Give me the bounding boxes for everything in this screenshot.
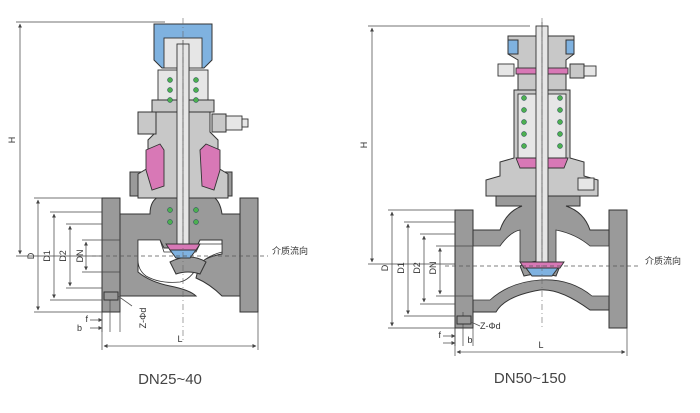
svg-text:L: L (538, 340, 543, 350)
svg-text:D2: D2 (58, 250, 68, 262)
left-dim-D1: D1 (42, 211, 102, 301)
right-side-nut (497, 63, 597, 191)
left-seal-left (145, 143, 165, 191)
left-flow-label: 介质流向 (272, 245, 308, 256)
left-valve: H (7, 18, 308, 388)
svg-text:Z-Φd: Z-Φd (480, 321, 501, 331)
right-valve: H (359, 18, 681, 387)
left-dim-D: D (26, 197, 102, 313)
right-dim-L: L (454, 328, 628, 356)
svg-text:D1: D1 (42, 250, 52, 262)
right-dim-Zd: Z-Φd (456, 315, 501, 331)
right-spring (521, 95, 563, 149)
svg-text:H: H (359, 142, 369, 149)
left-seal-right (199, 143, 221, 191)
left-side-nut (137, 111, 249, 135)
left-dim-Zd: Z-Φd (103, 291, 148, 329)
right-outlet-flange (608, 209, 628, 329)
left-dim-DN: DN (75, 239, 120, 273)
svg-text:DN: DN (428, 262, 438, 275)
svg-text:Z-Φd: Z-Φd (138, 308, 148, 329)
right-blue-cap (507, 39, 519, 55)
right-caption: DN50~150 (494, 370, 566, 387)
right-flow-label: 介质流向 (645, 255, 681, 266)
svg-text:b: b (77, 323, 82, 333)
right-inlet-flange (454, 209, 474, 329)
svg-text:L: L (177, 334, 182, 344)
svg-text:DN: DN (75, 250, 85, 263)
right-dim-D: D (380, 209, 455, 329)
right-dim-D2: D2 (412, 233, 455, 305)
svg-text:D2: D2 (412, 262, 422, 274)
left-spring (167, 77, 199, 225)
svg-text:b: b (467, 335, 472, 345)
svg-text:D: D (26, 252, 36, 259)
left-label-H: H (7, 137, 17, 144)
svg-text:D: D (380, 264, 390, 271)
left-outlet-flange (239, 197, 259, 313)
svg-text:f: f (85, 314, 88, 324)
svg-text:D1: D1 (396, 262, 406, 274)
right-dim-D1: D1 (396, 221, 455, 317)
left-dim-D2: D2 (58, 223, 102, 289)
left-caption: DN25~40 (138, 371, 202, 388)
right-dim-DN: DN (428, 245, 473, 297)
svg-text:f: f (438, 330, 441, 340)
left-dim-L: L (101, 312, 259, 350)
